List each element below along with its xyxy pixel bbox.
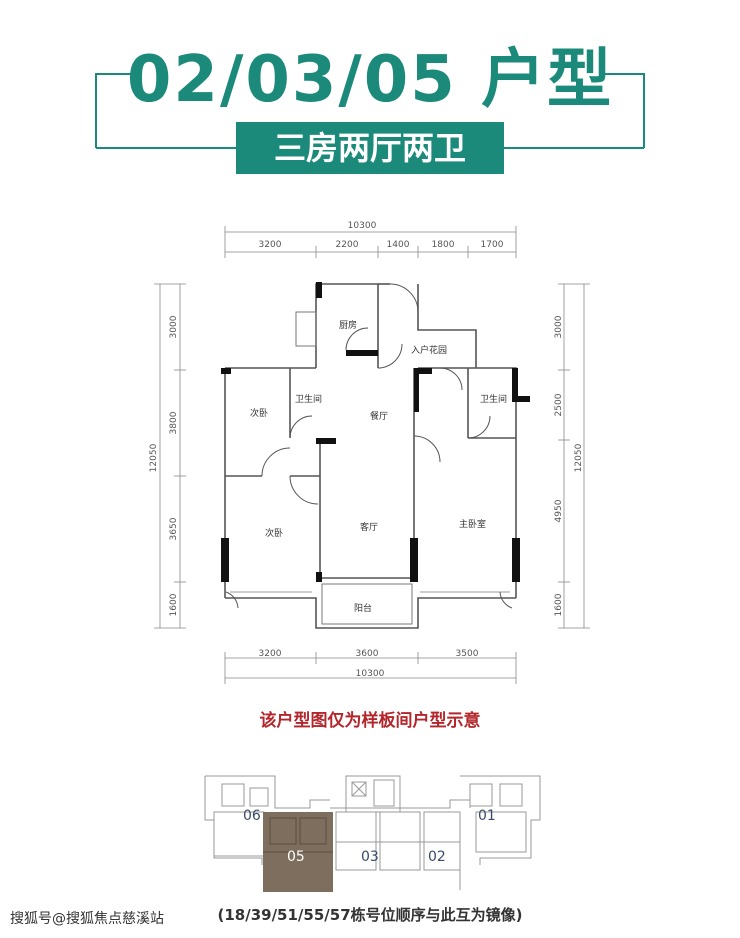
mirror-note: (18/39/51/55/57栋号位顺序与此互为镜像) bbox=[217, 906, 523, 924]
dim-bottom-seg-3: 3500 bbox=[456, 649, 479, 659]
dim-left-total: 12050 bbox=[149, 443, 159, 472]
unit-label-01: 01 bbox=[478, 808, 496, 824]
room-entry-garden: 入户花园 bbox=[411, 346, 448, 356]
dim-top bbox=[224, 226, 517, 258]
floor-plan: 10300 3200 2200 1400 1800 1700 12050 300… bbox=[149, 221, 590, 684]
subtitle-badge bbox=[236, 122, 504, 174]
dim-bottom-total: 10300 bbox=[356, 669, 385, 679]
room-dining: 餐厅 bbox=[370, 412, 389, 422]
dim-right-seg-4: 1600 bbox=[554, 593, 564, 616]
disclaimer-note: 该户型图仅为样板间户型示意 bbox=[259, 711, 481, 731]
room-bedroom-a: 次卧 bbox=[250, 409, 269, 419]
dim-right bbox=[558, 283, 590, 629]
subtitle: 三房两厅两卫 bbox=[273, 129, 466, 167]
door-swings bbox=[225, 283, 513, 609]
dim-right-seg-2: 2500 bbox=[554, 393, 564, 416]
dim-left-seg-4: 1600 bbox=[169, 593, 179, 616]
dim-left-seg-2: 3800 bbox=[169, 411, 179, 434]
dim-right-seg-3: 4950 bbox=[554, 499, 564, 522]
dim-bottom bbox=[224, 652, 517, 684]
room-living: 客厅 bbox=[360, 523, 379, 533]
dim-left bbox=[154, 283, 186, 629]
room-bath-a: 卫生间 bbox=[295, 395, 323, 405]
dim-right-seg-1: 3000 bbox=[554, 315, 564, 338]
wall-columns bbox=[221, 282, 530, 582]
dim-left-seg-1: 3000 bbox=[169, 315, 179, 338]
room-master: 主卧室 bbox=[459, 520, 487, 530]
key-plan bbox=[204, 775, 541, 892]
dim-bottom-seg-1: 3200 bbox=[259, 649, 282, 659]
room-kitchen: 厨房 bbox=[339, 321, 358, 331]
dim-left-seg-3: 3650 bbox=[169, 517, 179, 540]
dim-top-seg-5: 1700 bbox=[481, 240, 504, 250]
dim-top-seg-2: 2200 bbox=[336, 240, 359, 250]
dim-top-total: 10300 bbox=[348, 221, 377, 231]
dim-bottom-seg-2: 3600 bbox=[356, 649, 379, 659]
dim-top-seg-4: 1800 bbox=[432, 240, 455, 250]
unit-label-02: 02 bbox=[428, 849, 446, 865]
walls bbox=[224, 283, 517, 629]
dim-right-total: 12050 bbox=[574, 443, 584, 472]
room-bath-b: 卫生间 bbox=[480, 395, 508, 405]
unit-label-05: 05 bbox=[287, 849, 305, 865]
unit-label-03: 03 bbox=[361, 849, 379, 865]
room-bedroom-b: 次卧 bbox=[265, 529, 284, 539]
dim-top-seg-1: 3200 bbox=[259, 240, 282, 250]
watermark: 搜狐号@搜狐焦点慈溪站 bbox=[10, 911, 164, 927]
page-title: 02/03/05 户型 bbox=[126, 43, 614, 117]
unit-label-06: 06 bbox=[243, 808, 261, 824]
header-frame bbox=[95, 73, 645, 149]
dim-top-seg-3: 1400 bbox=[387, 240, 410, 250]
room-balcony: 阳台 bbox=[354, 604, 373, 614]
